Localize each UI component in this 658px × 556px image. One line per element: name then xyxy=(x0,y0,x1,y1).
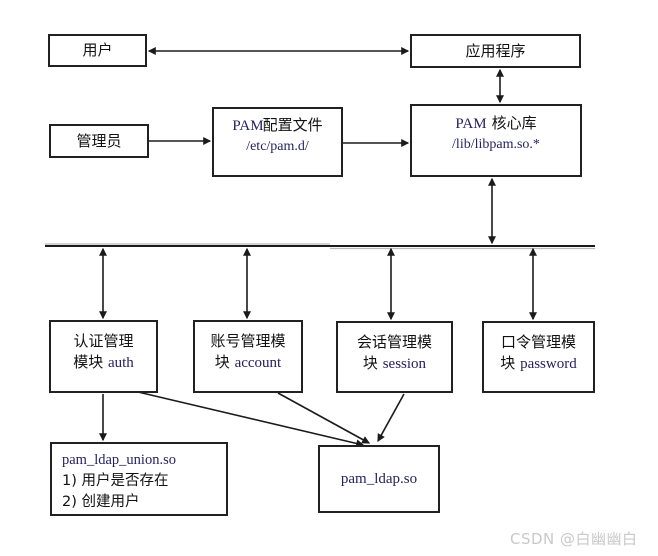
node-pam-config-title: PAM配置文件 xyxy=(232,116,323,134)
node-pam-config-file: PAM配置文件 /etc/pam.d/ xyxy=(212,107,343,177)
arrow-session-ldap xyxy=(377,393,405,443)
node-account-module: 账号管理模 块 account xyxy=(193,320,303,393)
node-pam-ldap-union-title: pam_ldap_union.so xyxy=(62,452,176,468)
node-session-module: 会话管理模 块 session xyxy=(336,321,453,393)
csdn-watermark: CSDN @白幽幽白 xyxy=(510,530,638,548)
node-pam-ldap-union: pam_ldap_union.so 1) 用户是否存在 2) 创建用户 xyxy=(50,442,228,516)
node-password-module: 口令管理模 块 password xyxy=(482,321,595,393)
arrow-auth-ldap xyxy=(137,391,365,448)
arrow-account-ldap xyxy=(277,392,371,444)
node-user-label: 用户 xyxy=(82,41,113,59)
node-user: 用户 xyxy=(48,34,147,67)
node-pam-core-path: /lib/libpam.so.* xyxy=(452,137,540,152)
node-pam-ldap-union-item-1: 1) 用户是否存在 xyxy=(62,473,169,489)
node-pam-ldap-label: pam_ldap.so xyxy=(340,470,418,487)
node-application: 应用程序 xyxy=(410,34,581,68)
node-pam-ldap: pam_ldap.so xyxy=(318,445,440,513)
node-administrator: 管理员 xyxy=(49,124,149,158)
node-pam-config-path: /etc/pam.d/ xyxy=(246,139,309,154)
node-administrator-label: 管理员 xyxy=(76,131,122,150)
node-application-label: 应用程序 xyxy=(465,41,526,60)
node-pam-ldap-union-item-2: 2) 创建用户 xyxy=(62,494,140,510)
node-auth-module: 认证管理 模块 auth xyxy=(49,320,158,393)
